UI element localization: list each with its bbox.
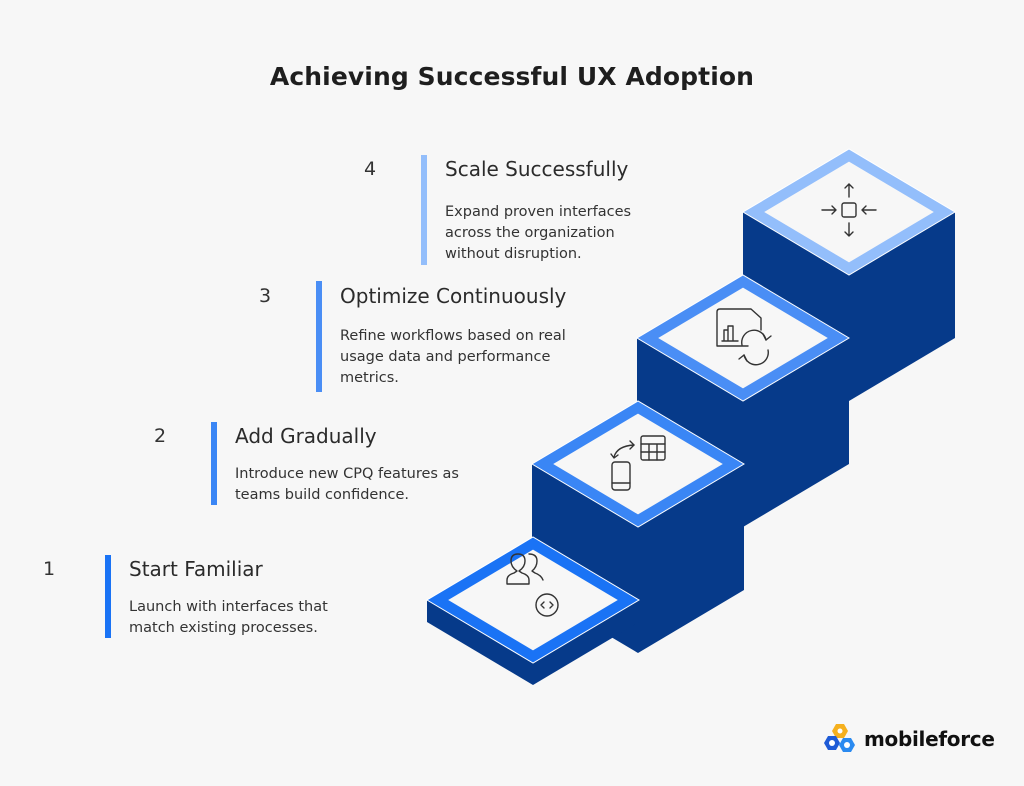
step-number: 1 — [43, 558, 56, 580]
step-description: Expand proven interfaces across the orga… — [445, 204, 632, 262]
step-top-inner — [448, 549, 618, 651]
step-number: 2 — [154, 425, 167, 447]
mobile-table-sync-icon — [610, 435, 666, 491]
step-accent-bar — [211, 422, 217, 505]
step-accent-bar — [421, 155, 427, 265]
brand-name: mobileforce — [864, 727, 995, 751]
step-heading: Optimize Continuously — [340, 284, 567, 308]
step-description: Refine workflows based on real usage dat… — [340, 328, 566, 386]
page-title: Achieving Successful UX Adoption — [269, 62, 755, 91]
users-code-icon — [506, 553, 559, 617]
step-top-inner — [553, 413, 723, 515]
step-heading: Scale Successfully — [445, 157, 629, 181]
step-heading: Start Familiar — [129, 557, 263, 581]
brand-logo: mobileforce — [822, 722, 995, 756]
report-refresh-icon — [716, 308, 772, 366]
step-top-inner — [764, 161, 934, 263]
step-accent-bar — [105, 555, 111, 638]
step-number: 3 — [259, 285, 272, 307]
step-number: 4 — [364, 158, 377, 180]
mobileforce-logo-icon — [824, 724, 855, 752]
scale-expand-icon — [821, 183, 877, 237]
step-description: Introduce new CPQ features as teams buil… — [235, 466, 459, 503]
step-heading: Add Gradually — [235, 424, 377, 448]
step-accent-bar — [316, 281, 322, 392]
step-description: Launch with interfaces that match existi… — [129, 599, 328, 636]
step-side-right — [533, 600, 639, 685]
step-side-left — [427, 600, 533, 685]
